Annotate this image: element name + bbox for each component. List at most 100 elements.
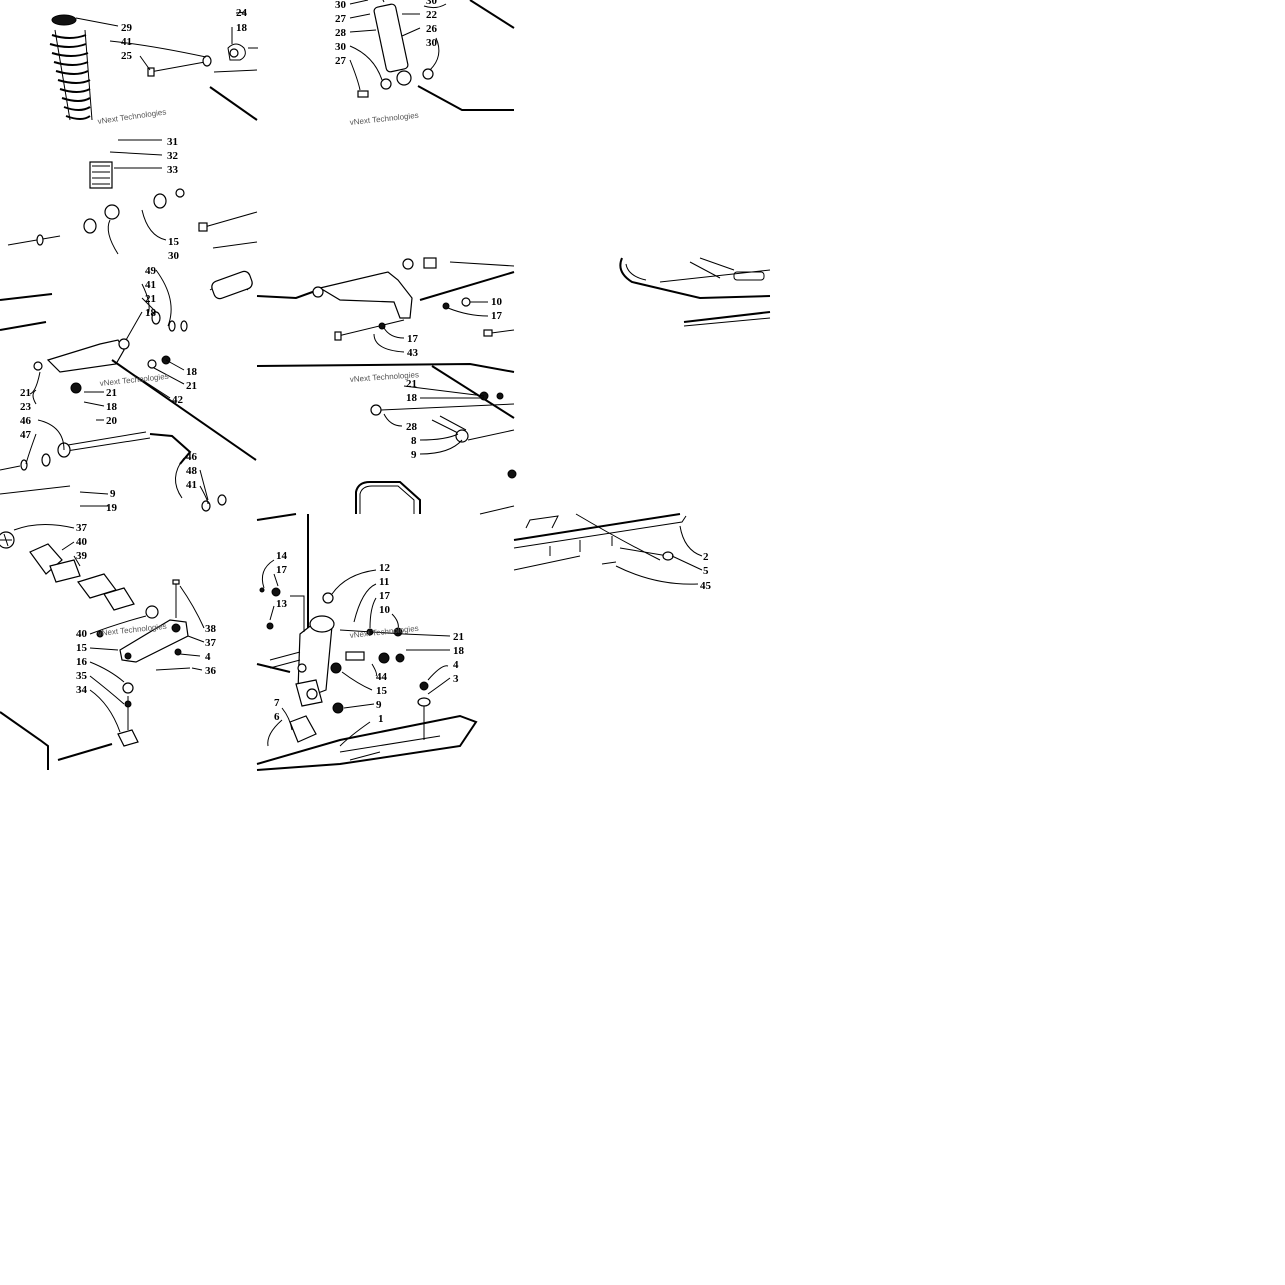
callout: 22 bbox=[426, 9, 438, 21]
callout: 1 bbox=[378, 713, 384, 725]
callout: 27 bbox=[335, 13, 347, 25]
tile-ski-tip bbox=[619, 257, 771, 327]
callout: 10 bbox=[491, 296, 503, 308]
callout: 21 bbox=[453, 631, 464, 643]
callout: 41 bbox=[186, 479, 197, 491]
callout: 6 bbox=[274, 711, 280, 723]
callout: 17 bbox=[379, 590, 391, 602]
callout: 32 bbox=[167, 150, 179, 162]
tile-spring-shock: 29 41 25 31 32 33 15 30 24 18 vNext Tech… bbox=[7, 7, 258, 262]
callout: 35 bbox=[76, 670, 88, 682]
tile-a-arm: 49 41 21 18 18 21 42 21 23 21 18 46 20 4… bbox=[0, 265, 257, 514]
callout: 21 bbox=[186, 380, 197, 392]
callout: 18 bbox=[236, 22, 248, 34]
callout: 15 bbox=[376, 685, 388, 697]
tile-gas-shock: 30 27 28 30 27 30 22 26 30 vNext Technol… bbox=[335, 0, 515, 127]
callout: 21 bbox=[106, 387, 117, 399]
callout: 20 bbox=[106, 415, 118, 427]
callout: 10 bbox=[379, 604, 391, 616]
callout: 40 bbox=[76, 536, 88, 548]
upper-a-arm bbox=[318, 271, 413, 319]
watermark: vNext Technologies bbox=[349, 111, 419, 127]
callout: 49 bbox=[145, 265, 157, 277]
callout: 4 bbox=[453, 659, 459, 671]
callout: 36 bbox=[205, 665, 217, 677]
callout: 21 bbox=[406, 378, 417, 390]
watermark: vNext Technologies bbox=[349, 624, 419, 640]
callout: 11 bbox=[379, 576, 389, 588]
callout: 17 bbox=[407, 333, 419, 345]
callout: 43 bbox=[407, 347, 419, 359]
callout: 41 bbox=[121, 36, 132, 48]
callout: 21 bbox=[20, 387, 31, 399]
shock-eye bbox=[396, 70, 412, 86]
callout: 47 bbox=[20, 429, 32, 441]
a-arm bbox=[46, 339, 125, 373]
callout: 18 bbox=[453, 645, 465, 657]
callout: 31 bbox=[167, 136, 178, 148]
callout: 30 bbox=[335, 0, 347, 11]
callout: 15 bbox=[168, 236, 180, 248]
callout: 42 bbox=[172, 394, 184, 406]
ski bbox=[256, 714, 478, 771]
callout: 46 bbox=[20, 415, 32, 427]
callout: 17 bbox=[276, 564, 288, 576]
callout: 24 bbox=[236, 7, 248, 19]
callout: 15 bbox=[76, 642, 88, 654]
callout: 39 bbox=[76, 550, 88, 562]
callout: 33 bbox=[167, 164, 179, 176]
tile-upper-arm: 10 17 17 43 21 18 28 8 9 vNext Technolog… bbox=[256, 257, 517, 515]
tile-spindle-ski: 14 17 13 12 11 17 10 21 18 44 15 4 9 3 7… bbox=[256, 513, 478, 771]
callout: 30 bbox=[426, 0, 438, 7]
callout: 18 bbox=[145, 307, 157, 319]
spring-cap bbox=[51, 14, 77, 26]
watermark: vNext Technologies bbox=[97, 107, 167, 126]
callout: 8 bbox=[411, 435, 417, 447]
callout: 46 bbox=[186, 451, 198, 463]
callout: 9 bbox=[376, 699, 382, 711]
coil-spring bbox=[49, 29, 93, 121]
callout: 14 bbox=[276, 550, 288, 562]
callout: 9 bbox=[110, 488, 116, 500]
callout: 29 bbox=[121, 22, 133, 34]
callout: 9 bbox=[411, 449, 417, 461]
callout: 38 bbox=[205, 623, 217, 635]
callout: 30 bbox=[335, 41, 347, 53]
callout: 25 bbox=[121, 50, 133, 62]
callout: 18 bbox=[406, 392, 418, 404]
callout: 12 bbox=[379, 562, 391, 574]
callout: 30 bbox=[168, 250, 180, 262]
shock-cylinder bbox=[373, 3, 409, 73]
shock-body bbox=[89, 161, 113, 189]
callout: 18 bbox=[106, 401, 118, 413]
callout: 13 bbox=[276, 598, 288, 610]
callout: 28 bbox=[335, 27, 347, 39]
callout: 44 bbox=[376, 671, 388, 683]
callout: 17 bbox=[491, 310, 503, 322]
callout: 27 bbox=[335, 55, 347, 67]
callout: 19 bbox=[106, 502, 118, 514]
callout: 26 bbox=[426, 23, 438, 35]
callout: 18 bbox=[186, 366, 198, 378]
callout: 48 bbox=[186, 465, 198, 477]
callout: 30 bbox=[426, 37, 438, 49]
callout: 3 bbox=[453, 673, 459, 685]
tile-steering-arm: 37 40 39 38 37 40 15 4 16 36 35 34 vNext… bbox=[0, 522, 217, 770]
callout: 23 bbox=[20, 401, 32, 413]
callout: 2 bbox=[703, 551, 709, 563]
callout: 45 bbox=[700, 580, 712, 592]
callout: 37 bbox=[205, 637, 217, 649]
callout: 37 bbox=[76, 522, 88, 534]
callout: 34 bbox=[76, 684, 88, 696]
callout: 4 bbox=[205, 651, 211, 663]
callout: 21 bbox=[145, 293, 156, 305]
callout: 16 bbox=[76, 656, 88, 668]
callout: 40 bbox=[76, 628, 88, 640]
callout: 5 bbox=[703, 565, 709, 577]
tile-ski-rail: 2 5 45 bbox=[513, 513, 712, 592]
callout: 41 bbox=[145, 279, 156, 291]
shock-eye bbox=[104, 204, 120, 220]
callout: 7 bbox=[274, 697, 280, 709]
callout: 28 bbox=[406, 421, 418, 433]
